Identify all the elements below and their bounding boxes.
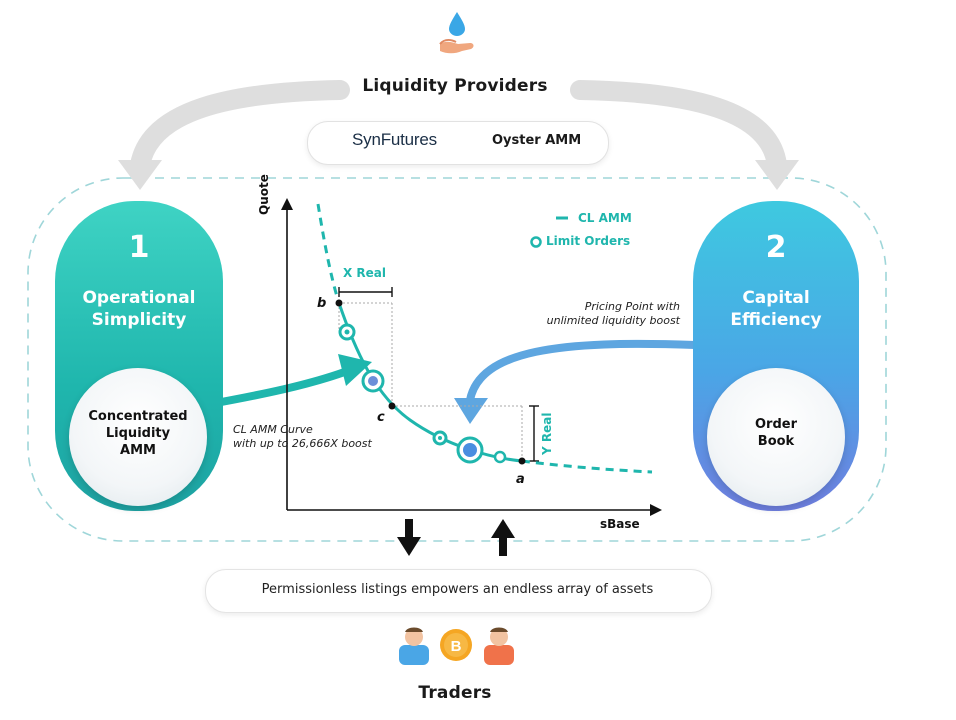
point-a-label: a bbox=[516, 472, 525, 487]
up-arrow-icon bbox=[491, 519, 515, 556]
synfutures-brand: SynFutures bbox=[352, 130, 437, 149]
cl-curve-line1: CL AMM Curve bbox=[233, 423, 313, 436]
gray-arrow-left bbox=[130, 80, 350, 175]
cl-amm-curve bbox=[337, 302, 523, 463]
cl-amm-dashed-tail bbox=[521, 459, 653, 474]
cl-amm-circle-text: Concentrated Liquidity AMM bbox=[69, 408, 207, 459]
x-real-label: X Real bbox=[343, 266, 387, 280]
legend-limit-orders: Limit Orders bbox=[546, 234, 631, 248]
point-c-label: c bbox=[377, 410, 385, 425]
blue-arrowhead bbox=[454, 398, 488, 424]
cl-amm-dashed-top bbox=[316, 203, 341, 304]
point-b-label: b bbox=[317, 296, 327, 311]
gray-arrowhead-left bbox=[118, 160, 162, 190]
order-book-circle bbox=[707, 368, 845, 506]
panel-title-2-line1: Capital bbox=[742, 288, 810, 308]
pricing-line2: unlimited liquidity boost bbox=[546, 314, 680, 327]
gray-arrow-right bbox=[570, 80, 787, 175]
svg-text:B: B bbox=[451, 638, 462, 655]
permissionless-text: Permissionless listings empowers an endl… bbox=[261, 582, 654, 597]
panel-title-2-line2: Efficiency bbox=[730, 310, 822, 330]
brand-pill bbox=[307, 121, 609, 165]
order-book-line2: Book bbox=[757, 434, 795, 449]
traders-title: Traders bbox=[418, 683, 492, 703]
pricing-line1: Pricing Point with bbox=[584, 300, 680, 313]
point-c bbox=[388, 402, 396, 410]
cl-amm-line3: AMM bbox=[120, 443, 156, 458]
limit-order-marker bbox=[344, 329, 350, 335]
legend-circle-symbol bbox=[530, 236, 542, 248]
order-book-line1: Order bbox=[755, 417, 797, 432]
limit-order-marker bbox=[438, 436, 442, 440]
x-axis-label: sBase bbox=[600, 517, 640, 531]
panel-title-1-line1: Operational bbox=[82, 288, 196, 308]
oyster-amm-brand: Oyster AMM bbox=[492, 133, 582, 148]
limit-order-marker bbox=[493, 450, 507, 464]
panel-title-1-line2: Simplicity bbox=[91, 310, 187, 330]
trader-right-icon bbox=[484, 627, 514, 665]
pricing-point-marker-inner bbox=[463, 443, 477, 457]
point-a bbox=[518, 457, 526, 465]
y-axis-arrow bbox=[281, 198, 293, 210]
cl-curve-line2: with up to 26,666X boost bbox=[233, 437, 372, 450]
blue-arrow bbox=[466, 339, 699, 404]
y-real-label: Y Real bbox=[540, 412, 554, 455]
permissionless-pill bbox=[205, 569, 712, 613]
y-axis-label: Quote bbox=[257, 174, 271, 215]
trader-left-icon bbox=[399, 627, 429, 665]
panel-number-2: 2 bbox=[765, 230, 787, 265]
dashed-frame bbox=[27, 177, 887, 542]
limit-order-marker bbox=[368, 376, 378, 386]
gray-arrowhead-right bbox=[755, 160, 799, 190]
bitcoin-coin-icon: B bbox=[440, 629, 472, 661]
panel-number-1: 1 bbox=[128, 230, 150, 265]
order-book-circle-text: Order Book bbox=[707, 416, 845, 450]
point-b bbox=[335, 299, 343, 307]
water-drop-hand-icon bbox=[439, 12, 474, 54]
pricing-point-annotation: Pricing Point with unlimited liquidity b… bbox=[508, 300, 680, 328]
legend-cl-amm: CL AMM bbox=[578, 211, 632, 225]
teal-arrow bbox=[201, 366, 354, 409]
down-arrow-icon bbox=[397, 519, 421, 556]
cl-amm-line2: Liquidity bbox=[105, 426, 171, 441]
panel-title-1: Operational Simplicity bbox=[55, 287, 223, 331]
x-axis-arrow bbox=[650, 504, 662, 516]
panel-title-2: Capital Efficiency bbox=[693, 287, 859, 331]
cl-amm-curve-annotation: CL AMM Curve with up to 26,666X boost bbox=[233, 423, 372, 451]
liquidity-providers-title: Liquidity Providers bbox=[362, 76, 548, 96]
cl-amm-circle bbox=[69, 368, 207, 506]
cl-amm-line1: Concentrated bbox=[88, 409, 188, 424]
